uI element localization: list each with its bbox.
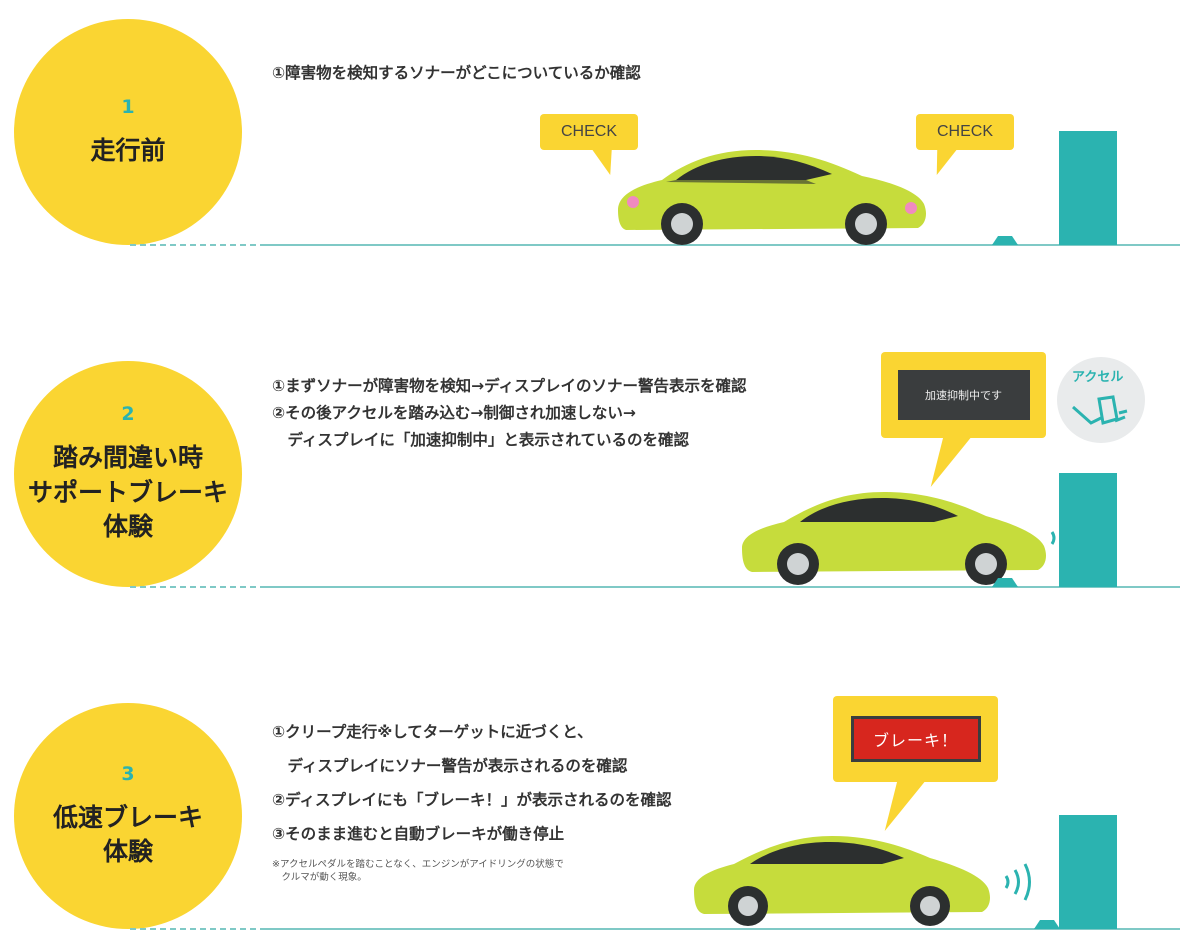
- target-bump: [992, 578, 1018, 587]
- step-3-title: 低速ブレーキ 体験: [52, 802, 203, 867]
- step-2-title: 踏み間違い時 サポートブレーキ 体験: [27, 443, 228, 542]
- ground-line: [266, 928, 1180, 930]
- bubble-tail: [870, 781, 926, 831]
- instruction-line: ③そのまま進むと自動ブレーキが働き停止: [272, 825, 565, 843]
- pedal-icon: [1072, 395, 1128, 425]
- footnote: ※アクセルペダルを踏むことなく、エンジンがアイドリングの状態で クルマが動く現象…: [272, 858, 564, 884]
- step-1-circle: 1 走行前: [14, 19, 242, 245]
- display-bubble: 加速抑制中です: [881, 352, 1046, 438]
- instruction-line: ①障害物を検知するソナーがどこについているか確認: [272, 64, 641, 82]
- step-1-instructions: ①障害物を検知するソナーがどこについているか確認: [272, 60, 641, 87]
- footnote-line: クルマが動く現象。: [272, 872, 367, 883]
- step-3-instructions: ①クリープ走行※してターゲットに近づくと、 ディスプレイにソナー警告が表示される…: [272, 715, 672, 851]
- ground-dashed-line: [130, 928, 266, 930]
- car-display: 加速抑制中です: [897, 370, 1030, 420]
- target-bump: [1034, 920, 1060, 929]
- ground-line: [266, 586, 1180, 588]
- brake-display: ブレーキ！: [850, 716, 981, 762]
- ground-dashed-line: [130, 586, 266, 588]
- target-bump: [992, 236, 1018, 245]
- check-bubble-rear: CHECK: [540, 114, 638, 150]
- step-3-circle: 3 低速ブレーキ 体験: [14, 703, 242, 929]
- sonar-sensor-rear: [627, 196, 639, 208]
- instruction-line: ディスプレイにソナー警告が表示されるのを確認: [272, 757, 628, 775]
- car-image: [618, 150, 926, 245]
- ground-dashed-line: [130, 244, 266, 246]
- instruction-line: ②ディスプレイにも「ブレーキ！」が表示されるのを確認: [272, 791, 672, 809]
- step-2-number: 2: [121, 403, 135, 426]
- step-2-instructions: ①まずソナーが障害物を検知→ディスプレイのソナー警告表示を確認 ②その後アクセル…: [272, 373, 747, 454]
- instruction-line: ①クリープ走行※してターゲットに近づくと、: [272, 723, 593, 741]
- sonar-sensor-front: [905, 202, 917, 214]
- instruction-line: ②その後アクセルを踏み込む→制御され加速しない→: [272, 404, 636, 422]
- step-3-number: 3: [121, 762, 135, 785]
- sonar-wave-icon: [1004, 863, 1031, 901]
- step-1-number: 1: [121, 95, 135, 118]
- display-text: 加速抑制中です: [925, 389, 1002, 402]
- car-image: [742, 492, 1046, 585]
- instruction-line: ①まずソナーが障害物を検知→ディスプレイのソナー警告表示を確認: [272, 377, 747, 395]
- step-1: 1 走行前 ①障害物を検知するソナーがどこについているか確認 CHECK CHE…: [0, 0, 1180, 260]
- display-bubble: ブレーキ！: [833, 696, 998, 782]
- footnote-line: ※アクセルペダルを踏むことなく、エンジンがアイドリングの状態で: [272, 859, 564, 870]
- brake-warning-text: ブレーキ！: [872, 731, 958, 750]
- target-wall: [1059, 815, 1117, 929]
- check-label: CHECK: [936, 123, 993, 140]
- accelerator-pedal-badge: [1057, 357, 1145, 443]
- check-bubble-front: CHECK: [916, 114, 1014, 150]
- target-wall: [1059, 131, 1117, 245]
- check-label: CHECK: [560, 123, 617, 140]
- car-image: [694, 836, 990, 926]
- step-1-title: 走行前: [90, 135, 166, 165]
- step-2: 2 踏み間違い時 サポートブレーキ 体験 ①まずソナーが障害物を検知→ディスプレ…: [14, 352, 1180, 588]
- pedal-label: アクセル: [1072, 370, 1124, 385]
- ground-line: [266, 244, 1180, 246]
- instruction-line: ディスプレイに「加速抑制中」と表示されているのを確認: [272, 431, 689, 449]
- target-wall: [1059, 473, 1117, 587]
- step-2-circle: 2 踏み間違い時 サポートブレーキ 体験: [14, 361, 242, 587]
